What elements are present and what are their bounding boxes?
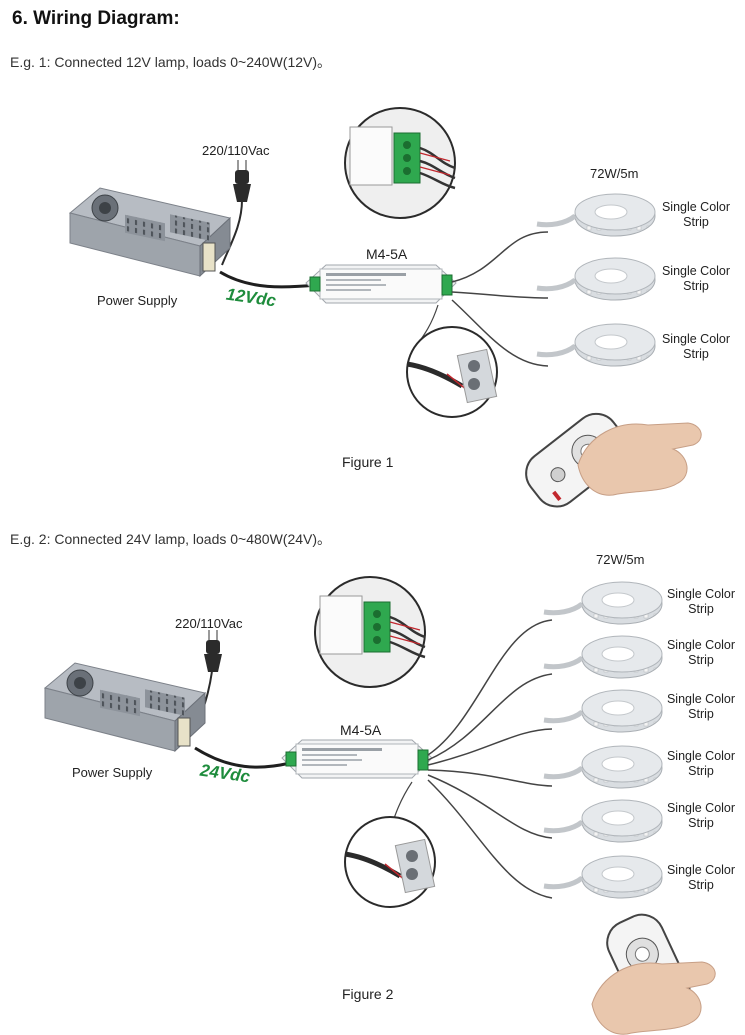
fig2-strip-label-1: Single Color Strip: [662, 587, 740, 616]
section-heading: 6. Wiring Diagram:: [12, 8, 180, 29]
fig1-mains-label: 220/110Vac: [202, 143, 270, 158]
figure2-caption: Figure 2: [342, 986, 394, 1002]
figure1-graphics: [69, 106, 702, 517]
strip-label-line1: Single Color: [661, 200, 731, 214]
example2-description: E.g. 2: Connected 24V lamp, loads 0~480W…: [10, 531, 332, 547]
strip-label-line1: Single Color: [666, 692, 736, 706]
fig2-controller-label: M4-5A: [340, 722, 382, 738]
example1-description: E.g. 1: Connected 12V lamp, loads 0~240W…: [10, 54, 332, 70]
fig1-strip-label-3: Single Color Strip: [657, 332, 735, 361]
strip-label-line1: Single Color: [666, 638, 736, 652]
strip-label-line1: Single Color: [666, 863, 736, 877]
fig1-strip-label-1: Single Color Strip: [657, 200, 735, 229]
strip-label-line1: Single Color: [666, 749, 736, 763]
strip-label-line1: Single Color: [661, 332, 731, 346]
fig1-power-supply-label: Power Supply: [97, 293, 178, 308]
fig2-strip-label-6: Single Color Strip: [662, 863, 740, 892]
fig1-strip-label-2: Single Color Strip: [657, 264, 735, 293]
strip-label-line1: Single Color: [666, 587, 736, 601]
strip-label-line2: Strip: [683, 278, 709, 293]
strip-label-line2: Strip: [683, 346, 709, 361]
fig2-strip-label-5: Single Color Strip: [662, 801, 740, 830]
fig2-mains-label: 220/110Vac: [175, 616, 243, 631]
strip-label-line2: Strip: [683, 214, 709, 229]
figure2-graphics: [44, 575, 716, 1035]
strip-label-line2: Strip: [688, 706, 714, 721]
fig2-strip-label-3: Single Color Strip: [662, 692, 740, 721]
strip-label-line1: Single Color: [666, 801, 736, 815]
strip-label-line2: Strip: [688, 763, 714, 778]
fig2-power-supply-label: Power Supply: [72, 765, 153, 780]
strip-label-line1: Single Color: [661, 264, 731, 278]
strip-label-line2: Strip: [688, 877, 714, 892]
strip-label-line2: Strip: [688, 652, 714, 667]
fig2-strip-label-2: Single Color Strip: [662, 638, 740, 667]
fig1-strip-rating: 72W/5m: [590, 166, 639, 181]
strip-label-line2: Strip: [688, 815, 714, 830]
fig2-strip-rating: 72W/5m: [596, 552, 645, 567]
strip-label-line2: Strip: [688, 601, 714, 616]
fig2-strip-label-4: Single Color Strip: [662, 749, 740, 778]
fig1-controller-label: M4-5A: [366, 246, 408, 262]
figure1-caption: Figure 1: [342, 454, 394, 470]
